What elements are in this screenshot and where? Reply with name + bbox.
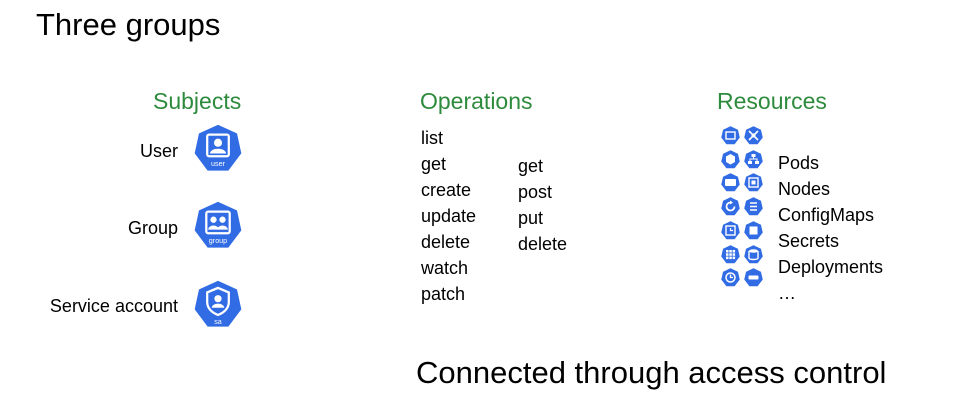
group-icon: group bbox=[192, 199, 244, 250]
operations-heading: Operations bbox=[420, 88, 533, 114]
deploy-icon bbox=[720, 172, 741, 193]
user-icon: user bbox=[192, 122, 244, 173]
resource-deployments: Deployments bbox=[778, 257, 884, 277]
bar-icon bbox=[743, 267, 764, 288]
subject-group-label: Group bbox=[127, 218, 178, 238]
http-verb-delete: delete bbox=[518, 234, 568, 254]
resource-configmaps: ConfigMaps bbox=[778, 205, 875, 225]
network-icon bbox=[743, 125, 764, 146]
subject-user-label: User bbox=[139, 141, 178, 161]
subjects-heading: Subjects bbox=[153, 88, 242, 114]
operation-get: get bbox=[421, 154, 447, 174]
http-verb-put: put bbox=[518, 208, 544, 228]
cronjob-icon bbox=[720, 220, 741, 240]
clock-icon bbox=[720, 267, 741, 288]
resource-more: … bbox=[778, 283, 796, 303]
restart-icon bbox=[720, 196, 741, 217]
list-icon bbox=[743, 196, 764, 217]
operation-watch: watch bbox=[421, 258, 469, 278]
operation-delete: delete bbox=[421, 232, 471, 252]
operation-update: update bbox=[421, 206, 477, 226]
footer-caption: Connected through access control bbox=[416, 355, 887, 390]
hierarchy-icon bbox=[743, 149, 764, 169]
user-icon-text: user bbox=[211, 159, 226, 168]
operation-create: create bbox=[421, 180, 472, 200]
resource-secrets: Secrets bbox=[778, 231, 840, 251]
group-icon-text: group bbox=[209, 236, 227, 245]
service-account-icon: sa bbox=[192, 278, 244, 329]
service-account-icon-text: sa bbox=[214, 317, 222, 326]
pod-icon bbox=[720, 125, 741, 146]
resource-pods: Pods bbox=[778, 153, 820, 173]
operation-patch: patch bbox=[421, 284, 466, 304]
http-verb-get: get bbox=[518, 156, 544, 176]
resources-heading: Resources bbox=[717, 88, 827, 114]
resource-nodes: Nodes bbox=[778, 179, 831, 199]
square-icon bbox=[743, 220, 764, 240]
http-verb-post: post bbox=[518, 182, 553, 202]
grid-icon bbox=[720, 243, 741, 264]
page-title: Three groups bbox=[36, 7, 221, 42]
operation-list: list bbox=[421, 128, 443, 148]
cube-icon bbox=[720, 149, 741, 169]
subject-service-account-label: Service account bbox=[49, 296, 178, 316]
storage-icon bbox=[743, 243, 764, 264]
node-icon bbox=[743, 172, 764, 193]
